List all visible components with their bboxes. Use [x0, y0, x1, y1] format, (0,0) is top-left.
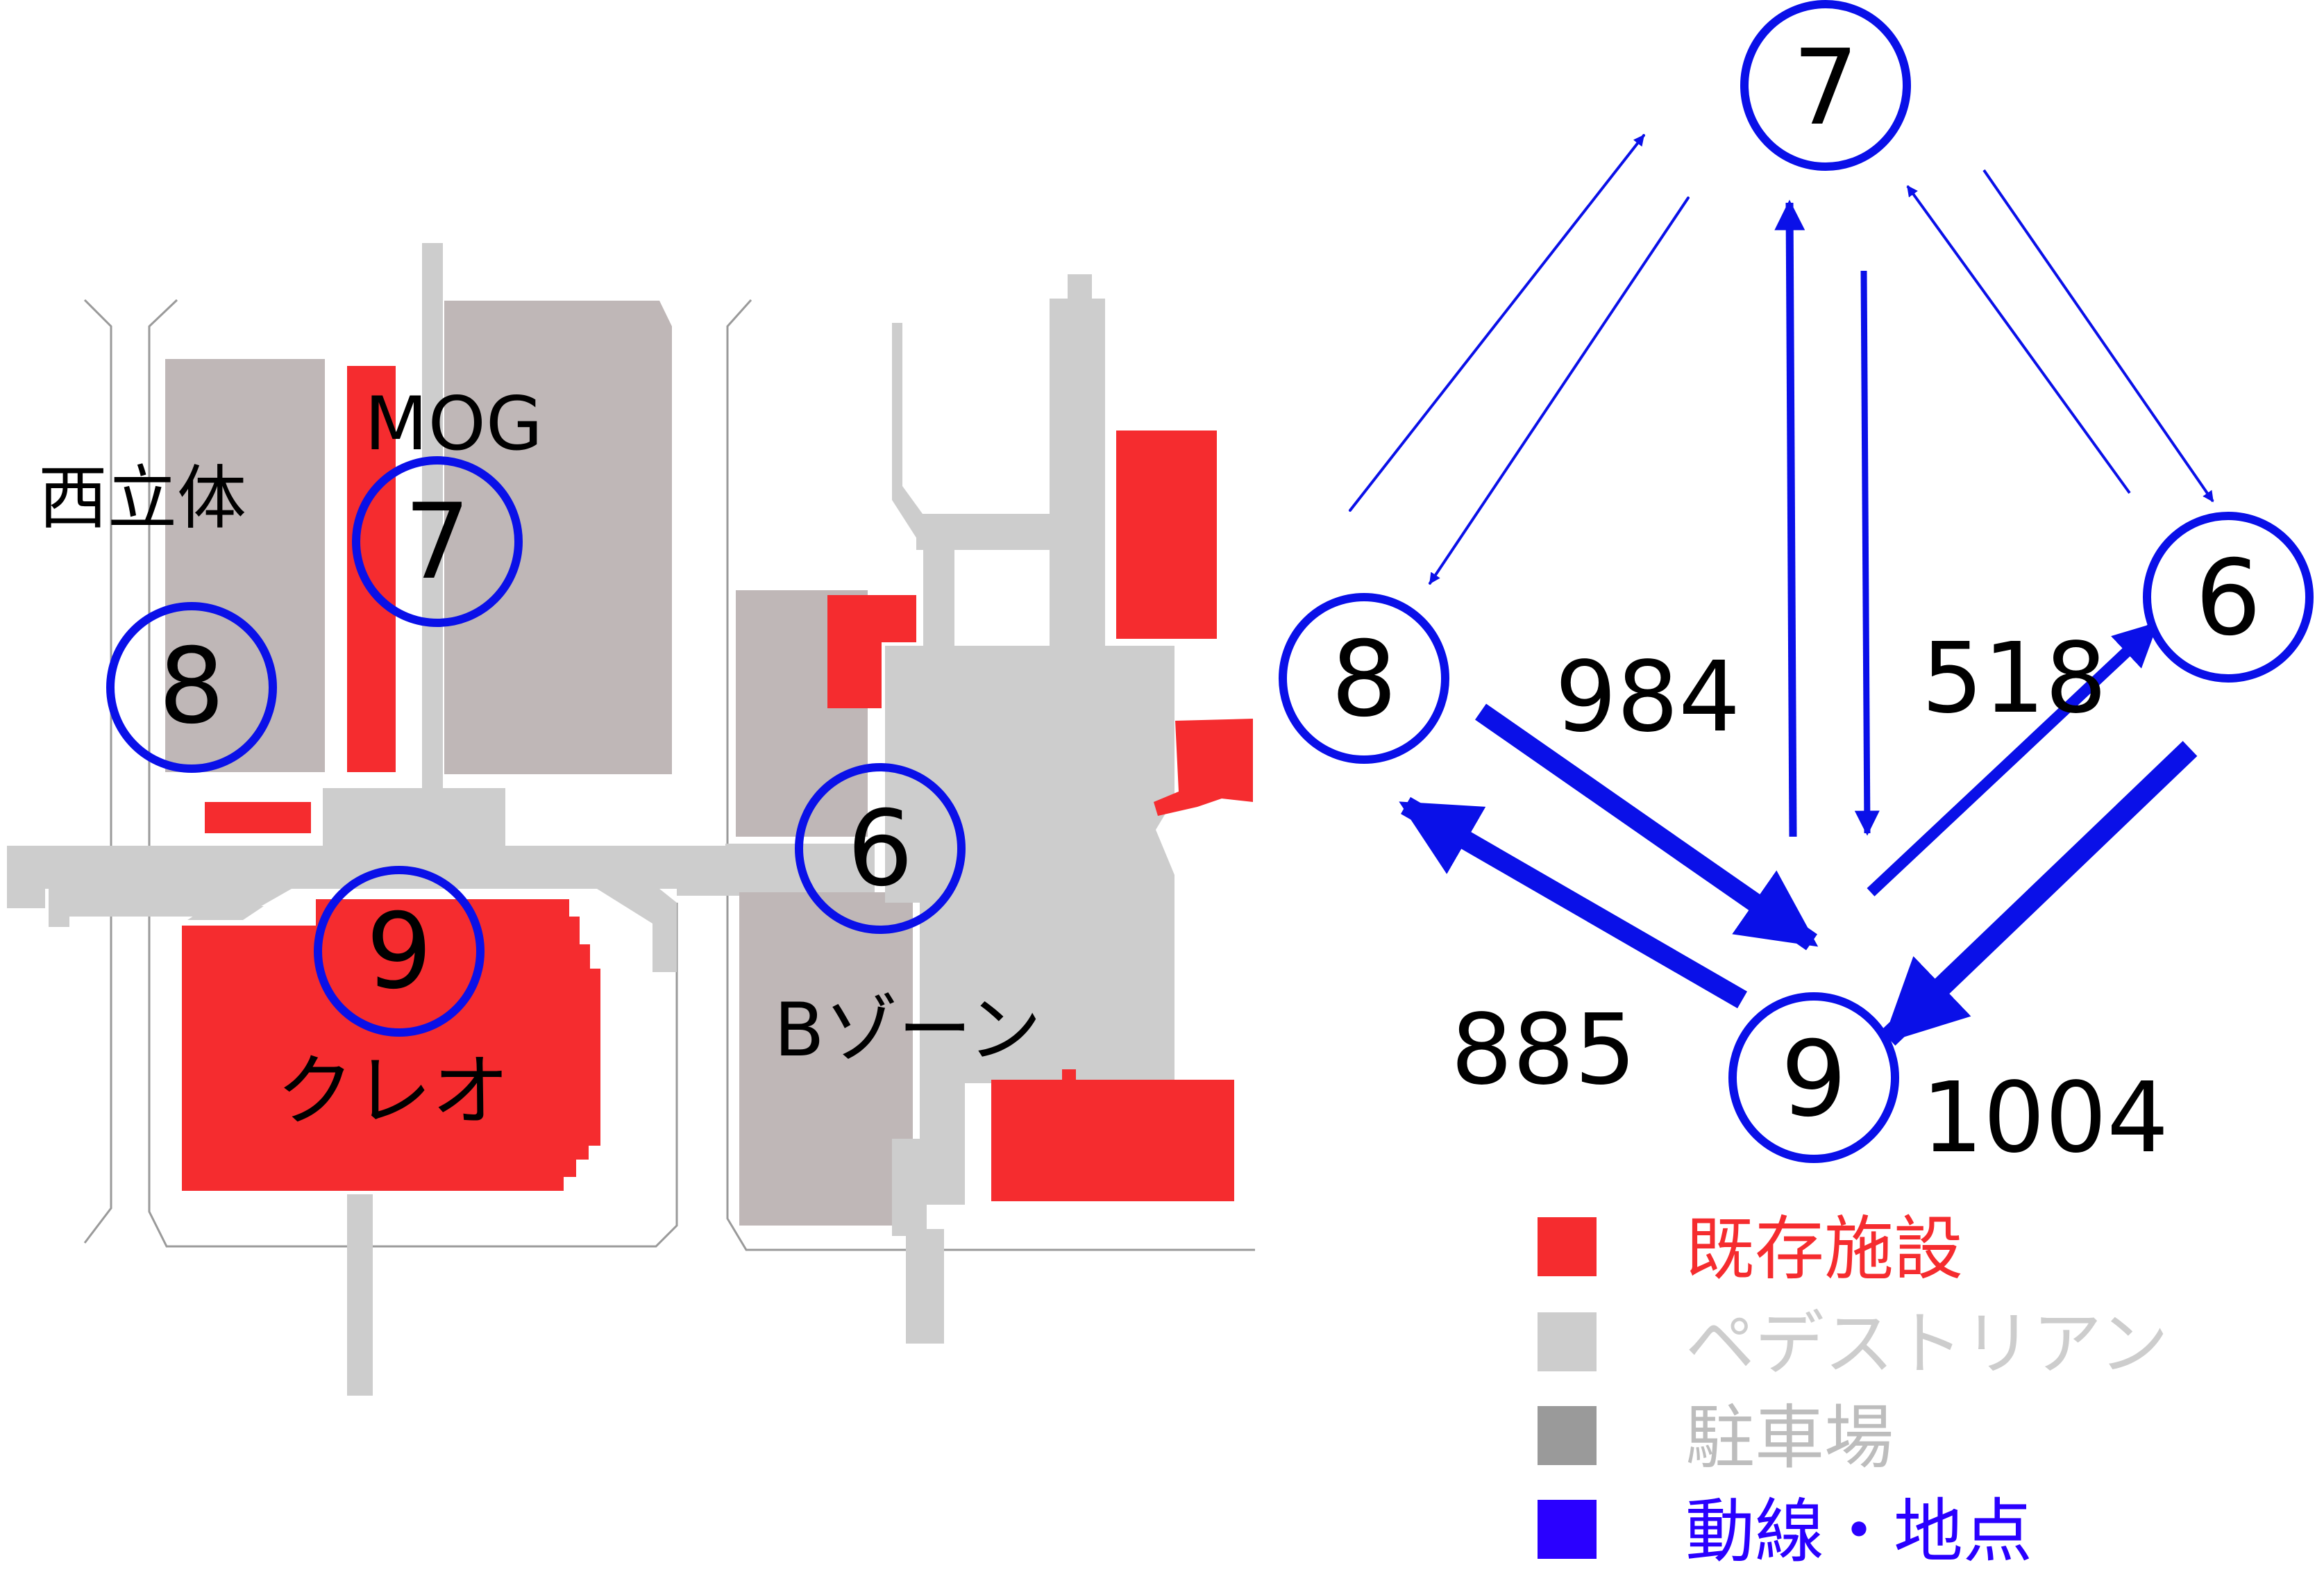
svg-text:6: 6 — [847, 789, 913, 910]
map-point-8: 8 — [106, 602, 277, 773]
count-984: 984 — [1555, 641, 1740, 754]
svg-text:7: 7 — [404, 482, 470, 603]
arrow-9-to-7 — [1774, 199, 1805, 837]
flow-counts: 984 518 885 1004 — [1451, 622, 2169, 1175]
facility-mog-strip — [347, 366, 396, 772]
legend: 既存施設 ペデストリアン 駐車場 動線・地点 — [1538, 1208, 2169, 1572]
legend-item-pedestrian: ペデストリアン — [1538, 1303, 2169, 1385]
flow-nodes: 7 8 6 9 — [1279, 0, 2314, 1163]
ped-b-plaza — [885, 646, 1174, 1205]
svg-text:既存施設: 既存施設 — [1685, 1208, 1963, 1289]
svg-text:ペデストリアン: ペデストリアン — [1685, 1303, 2169, 1385]
arrow-9-to-6 — [1867, 621, 2159, 896]
map-point-9: 9 — [314, 866, 485, 1037]
map-point-6: 6 — [795, 763, 966, 934]
svg-text:9: 9 — [1780, 1019, 1846, 1140]
svg-text:動線・地点: 動線・地点 — [1685, 1491, 2032, 1572]
svg-text:7: 7 — [1792, 28, 1858, 149]
site-map: 西立体 MOG Bゾーン クレオ 8 7 6 9 — [7, 243, 1255, 1396]
parking-mog — [444, 301, 672, 774]
arrow-7-to-8 — [1429, 197, 1690, 585]
parking-b-lower — [739, 892, 913, 1226]
svg-text:駐車場: 駐車場 — [1685, 1397, 1894, 1478]
parking-areas — [165, 301, 913, 1226]
arrow-8-to-9 — [1475, 703, 1819, 951]
arrow-9-to-8 — [1399, 796, 1747, 1009]
legend-item-existing: 既存施設 — [1538, 1208, 1963, 1289]
label-mog: MOG — [364, 381, 543, 467]
flow-node-6: 6 — [2143, 512, 2314, 683]
arrow-7-to-9 — [1854, 270, 1880, 836]
arrow-7-to-6 — [1982, 169, 2214, 503]
pedestrian-network — [7, 243, 1174, 1396]
svg-text:8: 8 — [1331, 619, 1397, 740]
count-518: 518 — [1921, 622, 2107, 735]
parking-nishi — [165, 359, 325, 772]
legend-item-flow: 動線・地点 — [1538, 1491, 2032, 1572]
flow-node-8: 8 — [1279, 593, 1449, 764]
flow-diagram: 7 8 6 9 984 518 885 1004 — [1279, 0, 2314, 1175]
arrow-6-to-9 — [1880, 741, 2198, 1046]
arrow-6-to-7 — [1906, 185, 2131, 494]
map-point-7: 7 — [352, 456, 523, 627]
legend-item-parking: 駐車場 — [1538, 1397, 1894, 1478]
label-creo: クレオ — [276, 1046, 510, 1137]
svg-text:6: 6 — [2195, 538, 2261, 659]
flow-node-9: 9 — [1728, 992, 1899, 1163]
flow-arrows — [1349, 134, 2214, 1046]
existing-facilities — [182, 366, 1253, 1201]
arrow-8-to-7 — [1349, 134, 1645, 512]
svg-text:9: 9 — [366, 892, 432, 1012]
count-885: 885 — [1451, 994, 1636, 1107]
label-nishi: 西立体 — [38, 458, 246, 539]
ped-north-spine — [422, 243, 443, 792]
facility-creo — [182, 899, 600, 1191]
label-b-zone: Bゾーン — [774, 987, 1041, 1073]
flow-node-7: 7 — [1740, 0, 1911, 171]
map-points: 8 7 6 9 — [106, 456, 966, 1037]
count-1004: 1004 — [1921, 1062, 2169, 1175]
ped-south-spine — [347, 1194, 373, 1396]
svg-text:8: 8 — [158, 626, 224, 747]
